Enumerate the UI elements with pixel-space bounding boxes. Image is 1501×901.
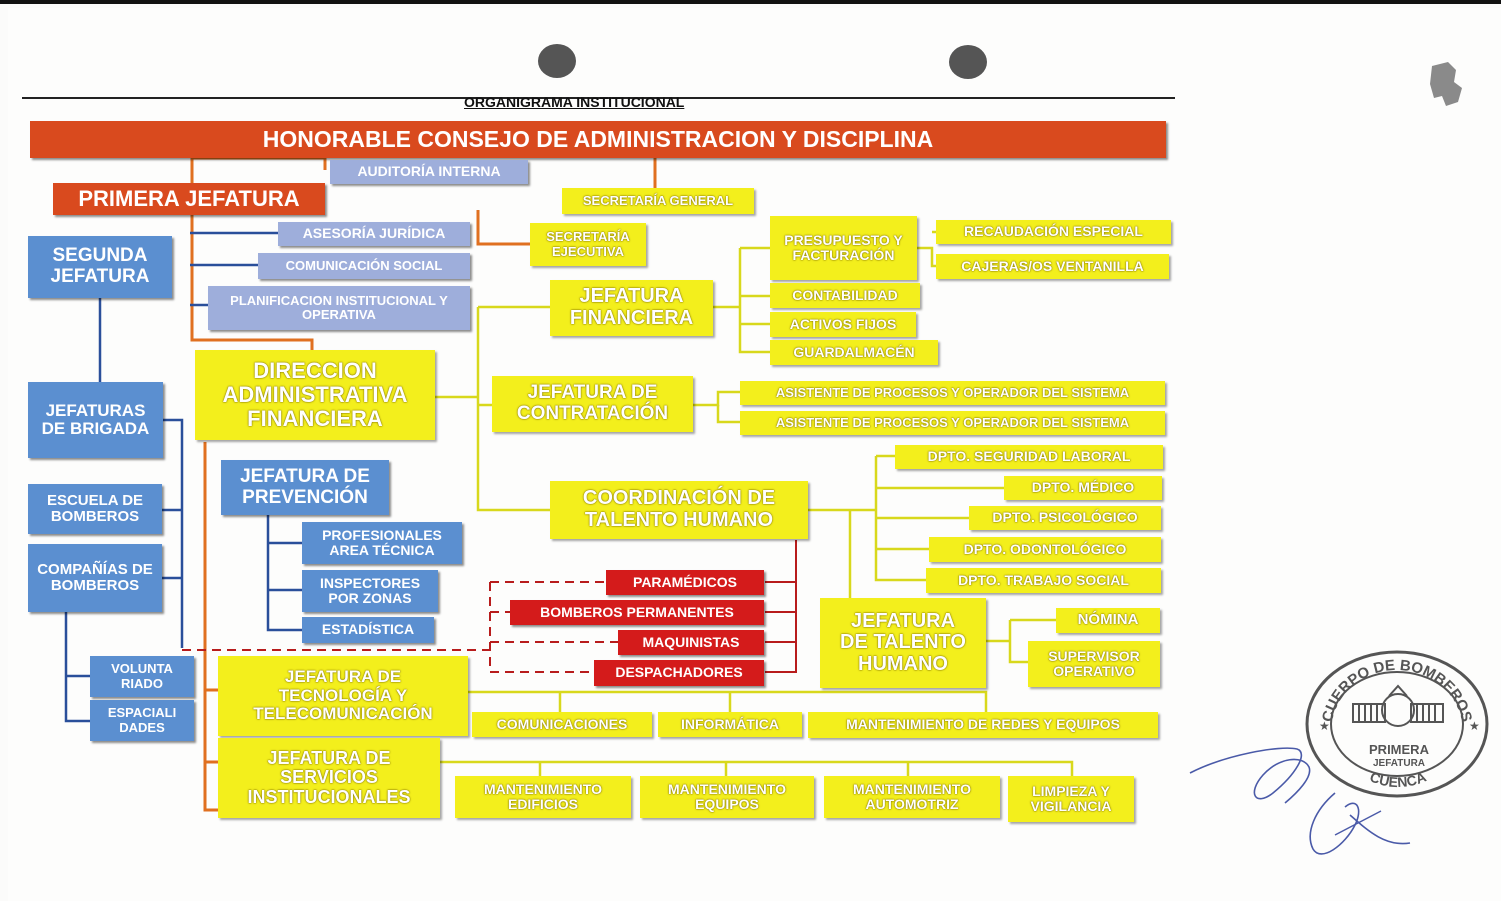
node-dpto-seguridad-laboral: DPTO. SEGURIDAD LABORAL [895,445,1163,469]
node-mantenimiento-automotriz: MANTENIMIENTO AUTOMOTRIZ [824,776,1000,818]
node-maquinistas: MAQUINISTAS [618,630,764,655]
seal-bottom-text: CUENCA [1368,768,1429,790]
node-informatica: INFORMÁTICA [658,712,802,737]
title-rule [22,97,1175,99]
node-dpto-medico: DPTO. MÉDICO [1004,476,1162,500]
node-asistente-procesos-1: ASISTENTE DE PROCESOS Y OPERADOR DEL SIS… [740,381,1165,405]
punch-hole-left [538,44,576,78]
seal-emblem-icon [1352,684,1444,727]
node-secretaria-general: SECRETARÍA GENERAL [562,188,754,214]
handwritten-signature [1189,747,1411,855]
node-inspectores-por-zonas: INSPECTORES POR ZONAS [302,570,438,612]
node-secretaria-ejecutiva: SECRETARÍA EJECUTIVA [530,223,646,266]
node-jefatura-financiera: JEFATURA FINANCIERA [550,280,713,336]
node-asesoria-juridica: ASESORÍA JURÍDICA [278,222,470,246]
node-dpto-trabajo-social: DPTO. TRABAJO SOCIAL [926,568,1161,593]
node-comunicacion-social: COMUNICACIÓN SOCIAL [258,253,470,279]
node-coordinacion-talento-humano: COORDINACIÓN DE TALENTO HUMANO [550,481,808,539]
node-despachadores: DESPACHADORES [594,660,764,686]
dashed-connectors [182,581,618,673]
svg-text:★: ★ [1319,719,1330,733]
node-primera-jefatura: PRIMERA JEFATURA [53,183,325,215]
node-activos-fijos: ACTIVOS FIJOS [770,312,916,337]
seal-middle-text-2: JEFATURA [1373,758,1425,769]
red-connectors [765,540,797,673]
node-supervisor-operativo: SUPERVISOR OPERATIVO [1028,641,1160,687]
scan-top-edge [0,0,1501,4]
node-jefatura-tecnologia: JEFATURA DE TECNOLOGÍA Y TELECOMUNICACIÓ… [218,656,468,736]
node-paramedicos: PARAMÉDICOS [606,570,764,595]
node-jefatura-servicios-institucionales: JEFATURA DE SERVICIOS INSTITUCIONALES [218,738,440,818]
node-comunicaciones: COMUNICACIONES [472,712,652,737]
node-cajeras-ventanilla: CAJERAS/OS VENTANILLA [936,254,1169,279]
node-direccion-administrativa-financiera: DIRECCION ADMINISTRATIVA FINANCIERA [195,350,435,440]
node-jefaturas-brigada: JEFATURAS DE BRIGADA [28,382,163,458]
node-dpto-psicologico: DPTO. PSICOLÓGICO [969,506,1161,530]
punch-hole-right [949,45,987,79]
node-jefatura-contratacion: JEFATURA DE CONTRATACIÓN [492,376,693,432]
node-asistente-procesos-2: ASISTENTE DE PROCESOS Y OPERADOR DEL SIS… [740,411,1165,435]
node-presupuesto-facturacion: PRESUPUESTO Y FACTURACIÓN [770,216,917,280]
seal-middle-text-1: PRIMERA [1369,742,1430,757]
node-jefatura-talento-humano: JEFATURA DE TALENTO HUMANO [820,598,986,688]
node-mantenimiento-equipos: MANTENIMIENTO EQUIPOS [640,776,814,818]
node-bomberos-permanentes: BOMBEROS PERMANENTES [510,600,764,625]
node-profesionales-area-tecnica: PROFESIONALES AREA TÉCNICA [302,522,462,564]
node-companias-bomberos: COMPAÑÍAS DE BOMBEROS [28,544,162,612]
node-planificacion: PLANIFICACION INSTITUCIONAL Y OPERATIVA [208,286,470,330]
node-estadistica: ESTADÍSTICA [302,617,434,643]
document-title: ORGANIGRAMA INSTITUCIONAL [464,94,685,110]
orange-connectors [190,156,657,812]
node-limpieza-vigilancia: LIMPIEZA Y VIGILANCIA [1008,776,1134,822]
node-consejo: HONORABLE CONSEJO DE ADMINISTRACION Y DI… [30,121,1166,158]
node-segunda-jefatura: SEGUNDA JEFATURA [28,236,172,298]
svg-text:★: ★ [1469,719,1480,733]
node-guardalmacen: GUARDALMACÉN [770,340,938,365]
blue-connectors [64,231,302,723]
node-auditoria-interna: AUDITORÍA INTERNA [330,160,528,184]
official-seal: CUERPO DE BOMBEROS CUENCA PRIMERA JEFATU… [1305,650,1489,798]
node-mantenimiento-edificios: MANTENIMIENTO EDIFICIOS [455,776,631,818]
node-voluntariado: VOLUNTA RIADO [90,656,194,697]
node-contabilidad: CONTABILIDAD [770,283,920,308]
node-mantenimiento-redes-equipos: MANTENIMIENTO DE REDES Y EQUIPOS [808,712,1158,738]
node-dpto-odontologico: DPTO. ODONTOLÓGICO [929,537,1161,562]
node-escuela-bomberos: ESCUELA DE BOMBEROS [28,484,162,534]
node-especialidades: ESPACIALI DADES [90,700,194,741]
node-nomina: NÓMINA [1056,608,1160,633]
torn-corner-mark [1430,62,1462,106]
node-recaudacion-especial: RECAUDACIÓN ESPECIAL [936,220,1171,244]
node-jefatura-prevencion: JEFATURA DE PREVENCIÓN [221,460,389,515]
yellow-connectors [435,230,1074,776]
